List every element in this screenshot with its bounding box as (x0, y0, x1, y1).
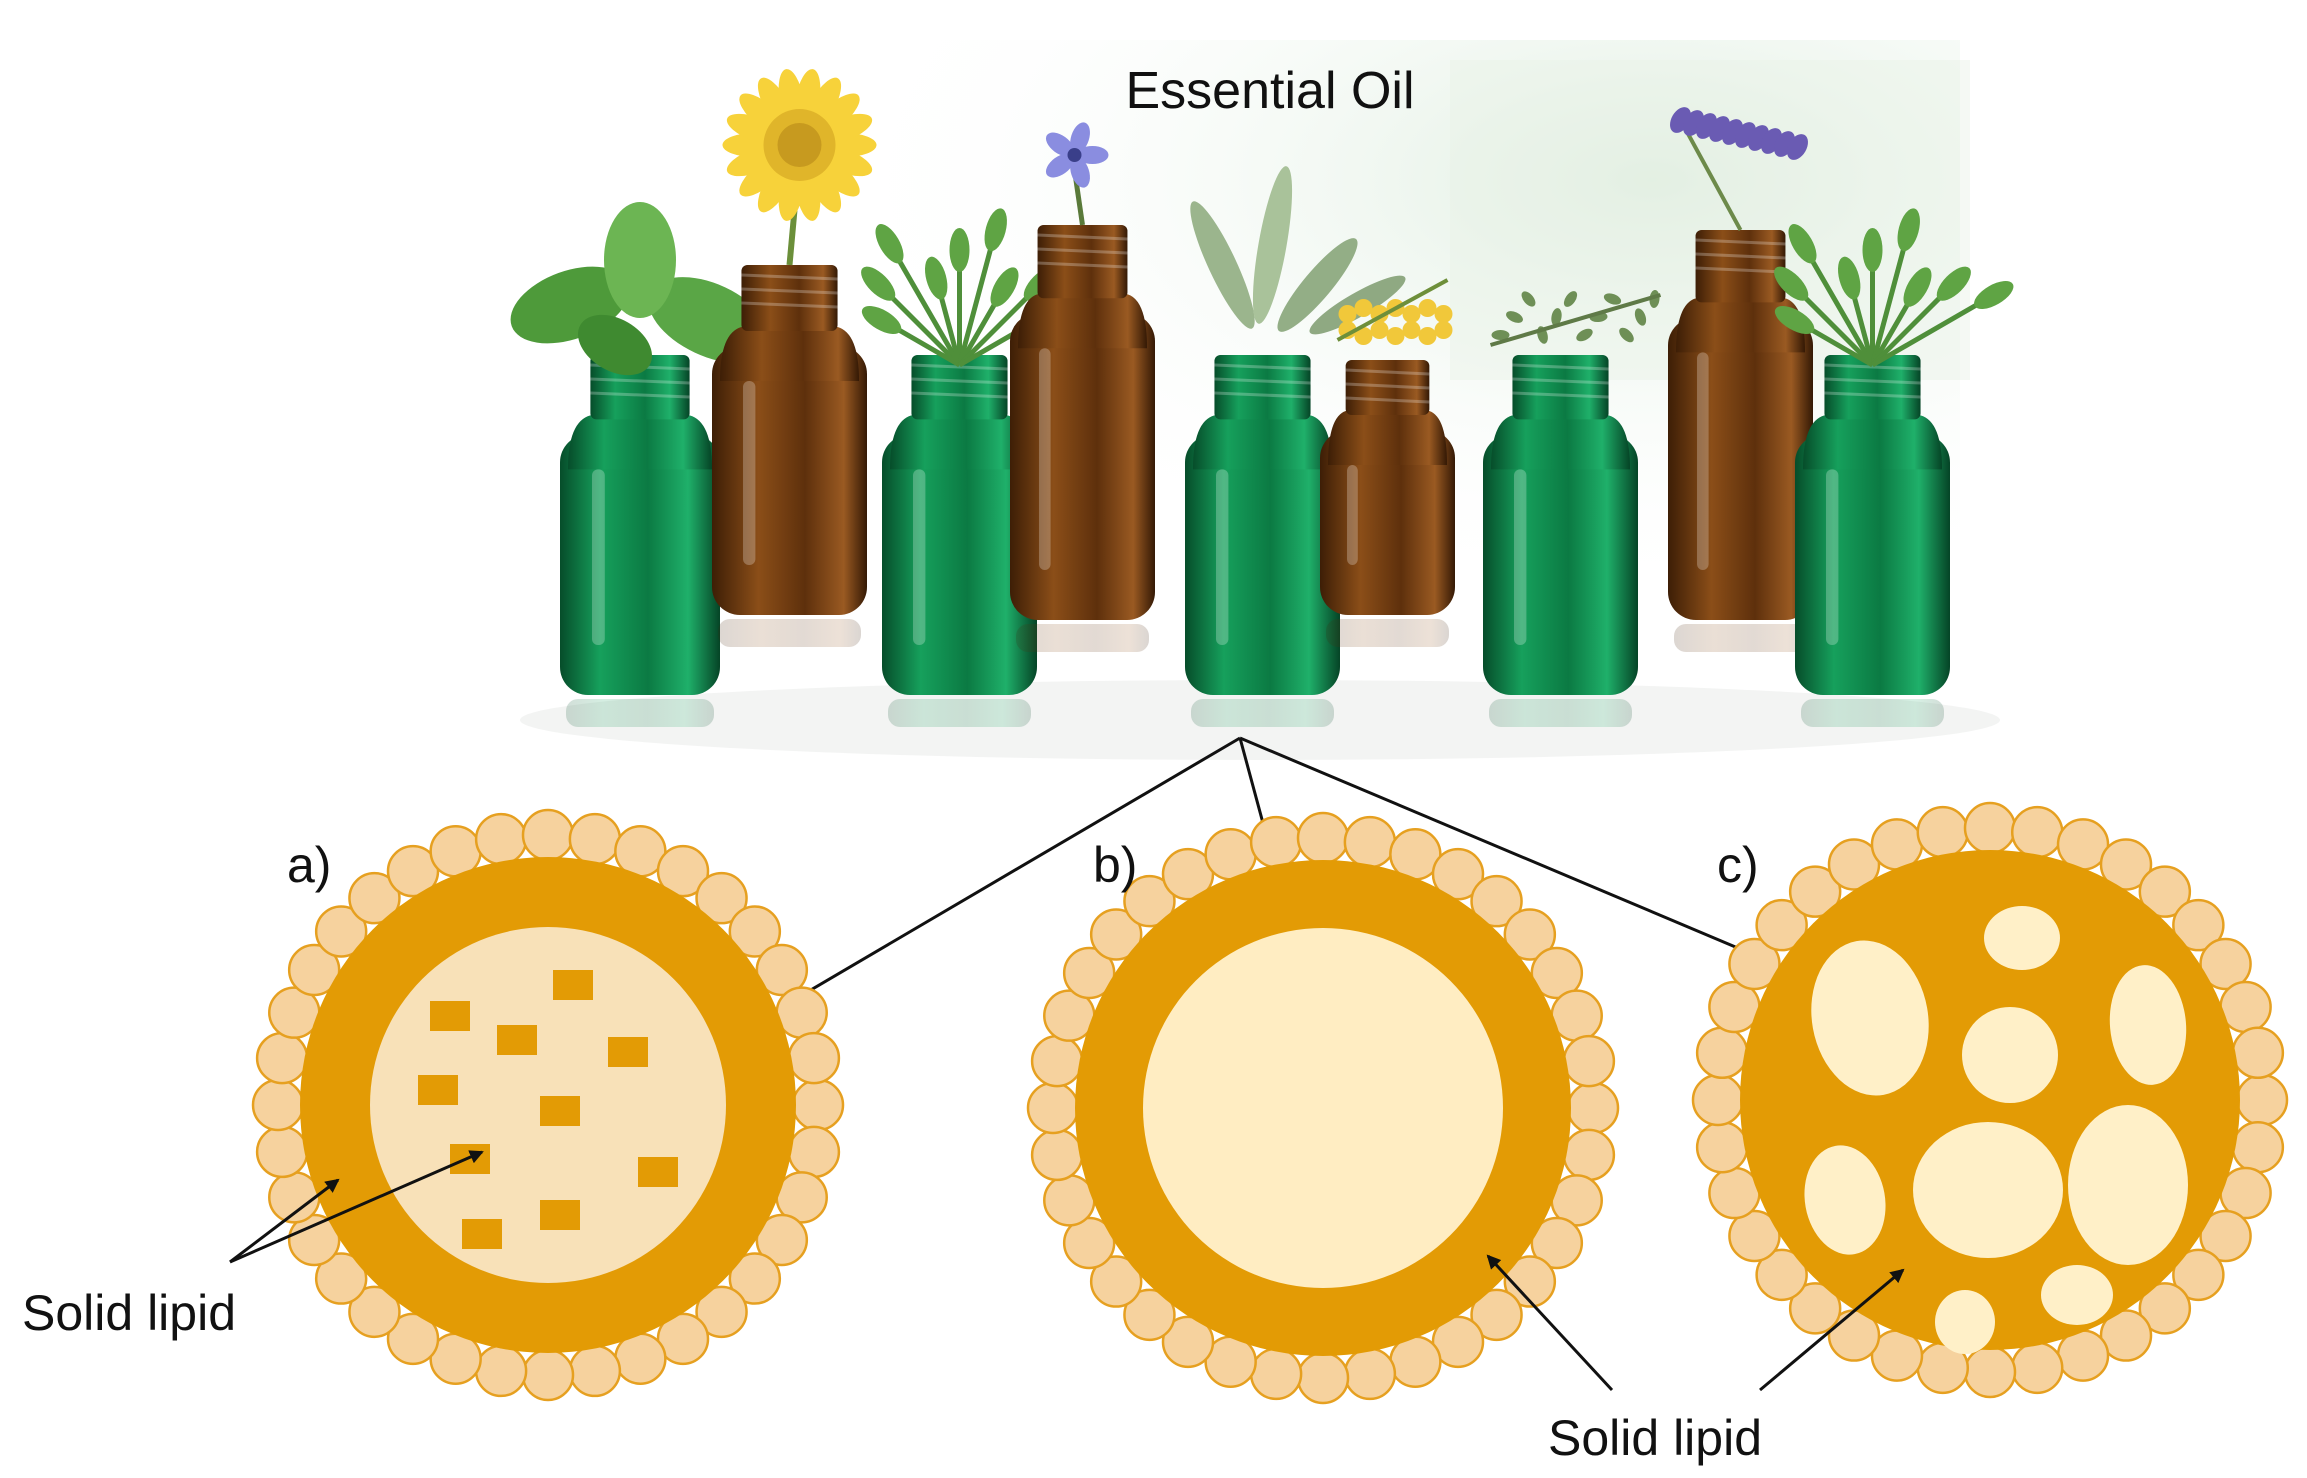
solid-lipid-particle (608, 1037, 648, 1067)
bottle (712, 69, 877, 647)
figure-title: Essential Oil (1126, 62, 1415, 120)
essential-oil-photo (510, 40, 2014, 760)
oil-droplet (2109, 965, 2187, 1085)
lavender-icon (1670, 107, 1808, 231)
solid-lipid-particle (638, 1157, 678, 1187)
solid-lipid-particle (462, 1219, 502, 1249)
panel-a-particle (251, 808, 845, 1402)
oil-droplet (1811, 940, 1929, 1096)
oil-droplet (1984, 906, 2060, 970)
solid-lipid-particle (430, 1001, 470, 1031)
panel-a-label: a) (287, 837, 331, 893)
bottle (1320, 278, 1455, 647)
parsley-icon (1774, 208, 2014, 368)
oil-droplet (1962, 1007, 2058, 1103)
oil-droplet (1935, 1290, 1995, 1354)
panel-c-label: c) (1717, 837, 1759, 893)
mint-leaf-icon (510, 202, 772, 376)
oil-droplet (2068, 1105, 2188, 1265)
oil-core (1143, 928, 1503, 1288)
solid-lipid-particle (540, 1200, 580, 1230)
surfactant-layer (1026, 811, 1620, 1405)
sunflower-icon (722, 69, 877, 266)
solid-lipid-particle (418, 1075, 458, 1105)
bottle (1774, 208, 2014, 727)
panel-b-label: b) (1093, 837, 1137, 893)
bottle (1668, 107, 1813, 652)
panel-c-particle (1691, 801, 2289, 1399)
solid-lipid-label-bc: Solid lipid (1548, 1410, 1762, 1466)
borage-flower-icon (1045, 122, 1109, 226)
oil-droplet (1913, 1122, 2063, 1258)
solid-lipid-particle (450, 1144, 490, 1174)
solid-lipid-particle (540, 1096, 580, 1126)
surfactant-layer (1691, 801, 2289, 1399)
solid-lipid-bc-arrows (1486, 1254, 1905, 1392)
oil-droplet (2041, 1265, 2113, 1325)
surfactant-layer (251, 808, 845, 1402)
panel-b-particle (1026, 811, 1620, 1405)
thyme-icon (1489, 290, 1662, 347)
bottle (1010, 122, 1155, 652)
mimosa-icon (1336, 278, 1453, 345)
bottle (510, 202, 772, 727)
solid-lipid-particle (497, 1025, 537, 1055)
bottle (861, 208, 1101, 727)
solid-lipid-particle (553, 970, 593, 1000)
solid-lipid-a-arrows (229, 1150, 484, 1264)
solid-lipid-label-a: Solid lipid (22, 1285, 236, 1341)
bottle (1483, 290, 1662, 727)
oil-droplet (1804, 1145, 1886, 1255)
